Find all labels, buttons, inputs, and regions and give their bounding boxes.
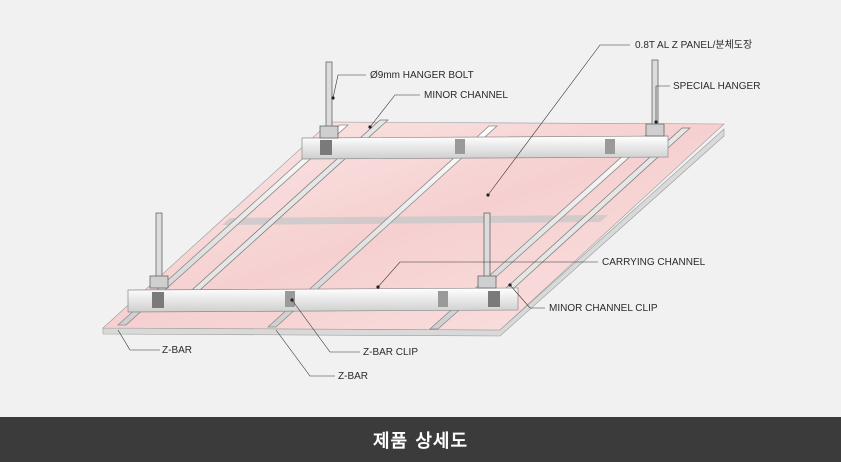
ceiling-system-diagram: Ø9mm HANGER BOLT MINOR CHANNEL 0.8T AL Z…	[102, 39, 760, 382]
panel-joint-band	[222, 215, 608, 225]
hanger-bolt-front-right	[477, 212, 497, 289]
hanger-bolts	[149, 59, 665, 289]
hanger-bolt-rear-left	[319, 61, 339, 139]
label-minor-channel: MINOR CHANNEL	[424, 90, 508, 101]
carrying-channel-rear	[301, 135, 669, 160]
label-panel: 0.8T AL Z PANEL/분체도장	[635, 39, 752, 51]
hanger-bolt-rear-right	[645, 59, 665, 137]
footer-banner: 제품 상세도	[0, 417, 841, 462]
label-carrying-channel: CARRYING CHANNEL	[602, 257, 706, 268]
panel-surface	[102, 121, 725, 331]
label-hanger-bolt: Ø9mm HANGER BOLT	[370, 70, 474, 81]
z-bar-2	[266, 125, 499, 328]
leader-lines	[117, 44, 670, 377]
label-z-bar-bottom: Z-BAR	[338, 371, 368, 382]
label-z-bar-left: Z-BAR	[162, 345, 192, 356]
footer-title: 제품 상세도	[372, 430, 469, 452]
z-bar-1	[116, 124, 350, 326]
label-minor-channel-clip: MINOR CHANNEL CLIP	[549, 303, 658, 314]
label-z-bar-clip: Z-BAR CLIP	[363, 347, 418, 358]
hanger-bolt-front-left	[149, 212, 169, 289]
carrying-channel-front	[127, 287, 519, 313]
leader-dots	[290, 96, 658, 302]
label-special-hanger: SPECIAL HANGER	[673, 81, 760, 92]
